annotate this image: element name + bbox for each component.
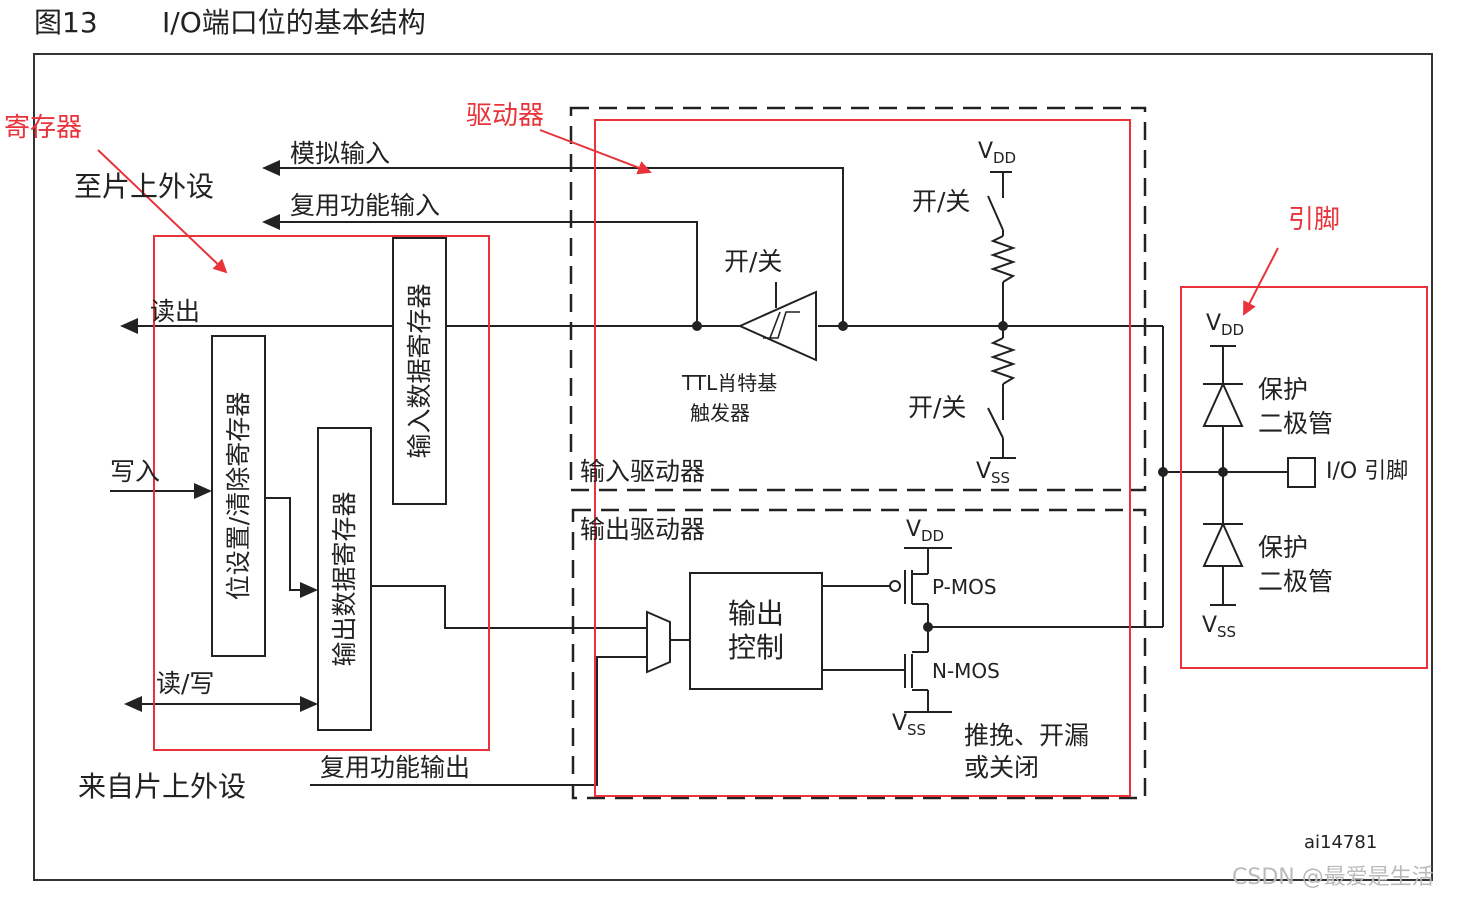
annotation-boxes bbox=[153, 119, 1428, 797]
from-peripheral-label: 来自片上外设 bbox=[78, 770, 246, 803]
protection-diodes bbox=[1202, 345, 1244, 606]
write-arrow bbox=[194, 483, 212, 499]
svg-text:DD: DD bbox=[993, 149, 1016, 167]
pulldown-switch-label: 开/关 bbox=[908, 393, 966, 422]
output-mux-icon bbox=[646, 610, 671, 674]
rw-arrow-left bbox=[124, 696, 142, 712]
output-data-register-label: 输出数据寄存器 bbox=[330, 491, 359, 666]
output-data-register bbox=[317, 427, 372, 731]
annotation-arrows bbox=[97, 129, 1279, 316]
svg-text:SS: SS bbox=[991, 469, 1010, 487]
nmos-transistor-icon bbox=[904, 651, 952, 713]
driver-highlight bbox=[594, 119, 1131, 797]
alt-func-input-label: 复用功能输入 bbox=[290, 191, 440, 220]
annotation-driver: 驱动器 bbox=[466, 101, 544, 131]
rw-arrow-right bbox=[300, 696, 318, 712]
upper-diode-label-1: 保护 bbox=[1258, 375, 1308, 404]
pmos-label: P-MOS bbox=[932, 575, 997, 599]
analog-input-arrow bbox=[262, 160, 280, 176]
svg-text:V: V bbox=[906, 517, 921, 542]
svg-text:SS: SS bbox=[907, 721, 926, 739]
figure-title: I/O端口位的基本结构 bbox=[162, 6, 426, 39]
read-write-label: 读/写 bbox=[156, 669, 214, 698]
alt-input-arrow bbox=[262, 214, 280, 230]
read-out-arrow bbox=[120, 318, 138, 334]
vss-input-label: V SS bbox=[976, 459, 1010, 487]
svg-text:V: V bbox=[892, 711, 907, 736]
nmos-label: N-MOS bbox=[932, 659, 1000, 683]
output-control-line2: 控制 bbox=[728, 631, 784, 664]
bit-set-reset-register bbox=[211, 335, 266, 657]
svg-text:DD: DD bbox=[921, 527, 944, 545]
input-data-register-label: 输入数据寄存器 bbox=[405, 283, 434, 458]
svg-text:DD: DD bbox=[1221, 321, 1244, 339]
hysteresis-icon bbox=[763, 311, 800, 339]
vdd-pin-label: V DD bbox=[1206, 311, 1244, 339]
outer-frame bbox=[33, 53, 1433, 881]
pin-highlight bbox=[1180, 286, 1428, 669]
svg-text:V: V bbox=[978, 139, 993, 164]
svg-text:V: V bbox=[976, 459, 991, 484]
to-peripheral-label: 至片上外设 bbox=[74, 170, 214, 203]
figure-id: ai14781 bbox=[1304, 832, 1377, 853]
pullup-switch-label: 开/关 bbox=[912, 187, 970, 216]
watermark: CSDN @最爱是生活 bbox=[1232, 865, 1434, 890]
svg-text:V: V bbox=[1206, 311, 1221, 336]
pullup-switch-icon bbox=[987, 195, 1004, 231]
setreset-arrow bbox=[300, 582, 318, 598]
bit-set-reset-register-label: 位设置/清除寄存器 bbox=[224, 392, 253, 600]
vdd-top-label: V DD bbox=[978, 139, 1016, 167]
write-in-label: 写入 bbox=[110, 457, 160, 486]
vss-pin-label: V SS bbox=[1202, 613, 1236, 641]
output-driver-region bbox=[571, 508, 1147, 800]
schmitt-switch-label: 开/关 bbox=[724, 247, 782, 276]
input-data-register bbox=[392, 237, 447, 505]
output-mode-line1: 推挽、开漏 bbox=[964, 721, 1089, 750]
lower-diode-label-2: 二极管 bbox=[1258, 567, 1333, 596]
output-driver-label: 输出驱动器 bbox=[580, 515, 705, 544]
output-control-line1: 输出 bbox=[728, 597, 784, 630]
analog-input-label: 模拟输入 bbox=[290, 139, 390, 168]
schmitt-trigger-icon bbox=[737, 290, 817, 362]
lower-diode-icon bbox=[1202, 521, 1244, 567]
input-driver-region bbox=[569, 106, 1147, 492]
input-driver-label: 输入驱动器 bbox=[580, 457, 705, 486]
io-pin-pad bbox=[1287, 457, 1316, 488]
schmitt-label-line2: 触发器 bbox=[690, 401, 750, 425]
read-out-label: 读出 bbox=[150, 297, 200, 326]
svg-text:SS: SS bbox=[1217, 623, 1236, 641]
annotation-pin: 引脚 bbox=[1288, 205, 1340, 235]
upper-diode-icon bbox=[1202, 381, 1244, 427]
lower-diode-label-1: 保护 bbox=[1258, 533, 1308, 562]
output-control-box bbox=[689, 572, 823, 690]
svg-text:V: V bbox=[1202, 613, 1217, 638]
upper-diode-label-2: 二极管 bbox=[1258, 409, 1333, 438]
junctions bbox=[692, 321, 1228, 632]
annotation-registers: 寄存器 bbox=[4, 113, 82, 143]
schmitt-label-line1: TTL肖特基 bbox=[681, 371, 777, 395]
pulldown-switch-icon bbox=[987, 407, 1004, 439]
alt-func-output-label: 复用功能输出 bbox=[320, 753, 470, 782]
output-mode-line2: 或关闭 bbox=[964, 753, 1039, 782]
pmos-transistor-icon bbox=[889, 547, 952, 605]
io-pin-label: I/O 引脚 bbox=[1326, 459, 1408, 484]
vss-output-label: V SS bbox=[892, 711, 926, 739]
registers-highlight bbox=[153, 235, 490, 751]
figure-number: 图13 bbox=[34, 6, 98, 39]
vdd-output-label: V DD bbox=[906, 517, 944, 545]
